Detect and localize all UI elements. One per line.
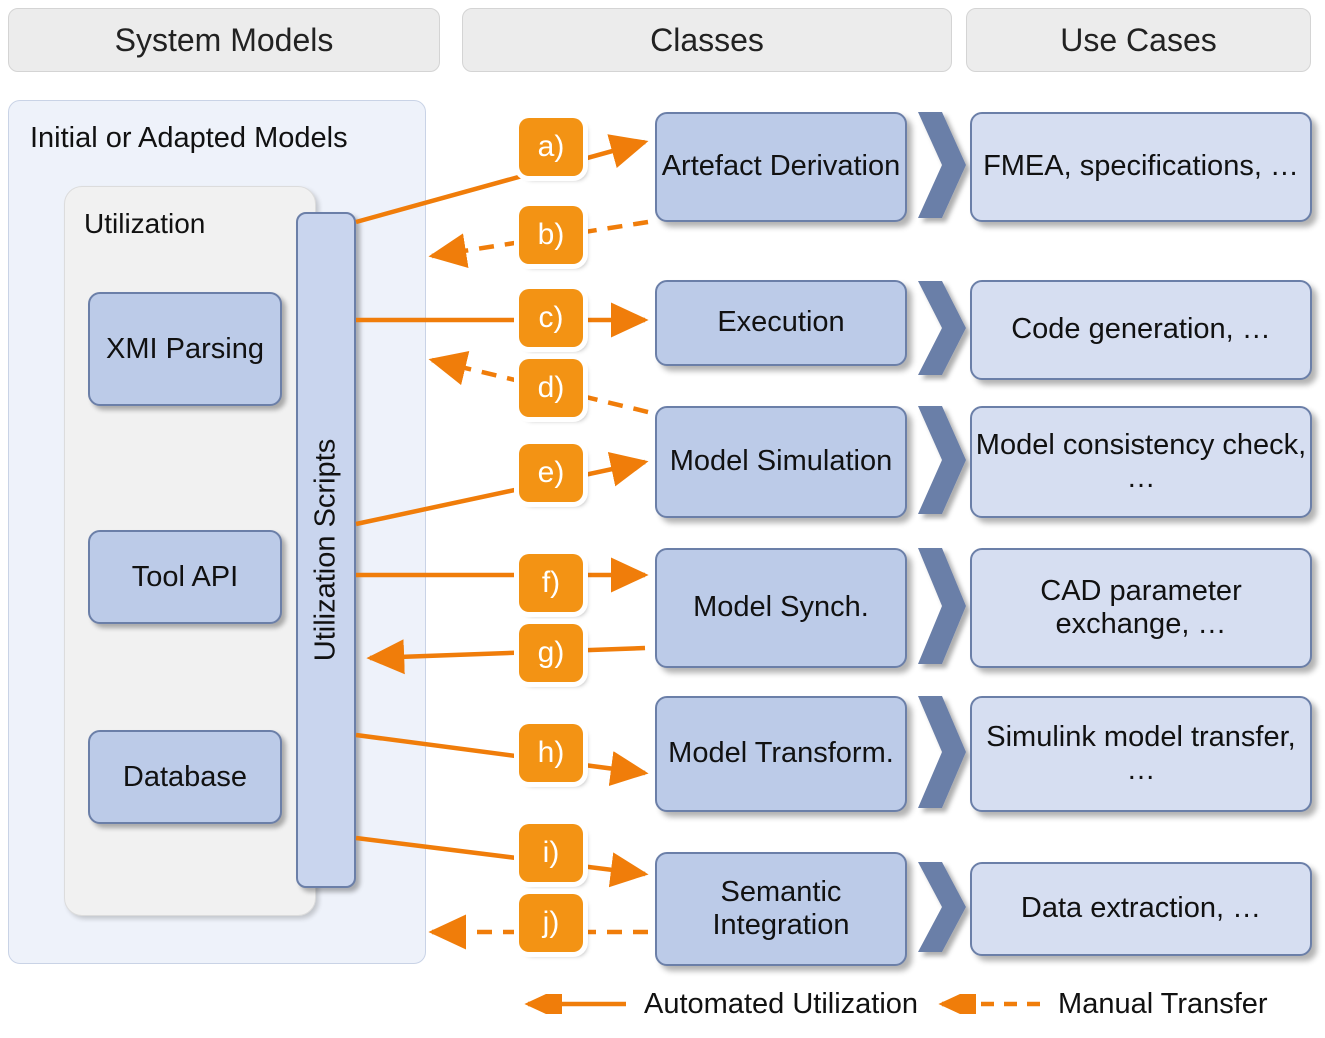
column-header-use-cases: Use Cases [966,8,1311,72]
system-model-block-xmi-parsing[interactable]: XMI Parsing [88,292,282,406]
utilization-scripts-bar[interactable]: Utilization Scripts [296,212,356,888]
utilization-scripts-label: Utilization Scripts [309,438,342,662]
use-case-fmea[interactable]: FMEA, specifications, … [970,112,1312,222]
use-case-model-consistency[interactable]: Model consistency check, … [970,406,1312,518]
chevron-icon-4 [918,548,966,664]
marker-c[interactable]: c) [519,289,583,347]
marker-g[interactable]: g) [519,624,583,682]
legend-solid-arrow-icon [524,994,626,1014]
chevron-icon-6 [918,862,966,952]
marker-d[interactable]: d) [519,359,583,417]
chevron-icon-2 [918,281,966,375]
marker-b[interactable]: b) [519,206,583,264]
marker-h[interactable]: h) [519,724,583,782]
legend-dashed-arrow-icon [938,994,1041,1014]
chevron-icon-1 [918,112,966,218]
use-case-code-generation[interactable]: Code generation, … [970,280,1312,380]
legend: Automated Utilization Manual Transfer [520,982,1310,1026]
class-box-model-simulation[interactable]: Model Simulation [655,406,907,518]
legend-label-manual: Manual Transfer [1058,987,1268,1020]
marker-j[interactable]: j) [519,894,583,952]
system-model-block-database[interactable]: Database [88,730,282,824]
marker-a[interactable]: a) [519,118,583,176]
use-case-cad-parameter[interactable]: CAD parameter exchange, … [970,548,1312,668]
marker-e[interactable]: e) [519,444,583,502]
class-box-artefact-derivation[interactable]: Artefact Derivation [655,112,907,222]
marker-i[interactable]: i) [519,824,583,882]
chevron-icon-3 [918,406,966,514]
legend-item-manual: Manual Transfer [934,988,1268,1021]
system-model-block-tool-api[interactable]: Tool API [88,530,282,624]
use-case-simulink-transfer[interactable]: Simulink model transfer, … [970,696,1312,812]
column-header-system-models: System Models [8,8,440,72]
class-box-execution[interactable]: Execution [655,280,907,366]
chevron-icon-5 [918,696,966,808]
initial-or-adapted-models-label: Initial or Adapted Models [30,122,348,154]
legend-label-automated: Automated Utilization [644,987,919,1020]
column-header-classes: Classes [462,8,952,72]
class-box-model-transform[interactable]: Model Transform. [655,696,907,812]
utilization-label: Utilization [84,208,206,239]
marker-f[interactable]: f) [519,554,583,612]
class-box-semantic-integration[interactable]: Semantic Integration [655,852,907,966]
legend-item-automated: Automated Utilization [520,988,918,1021]
use-case-data-extraction[interactable]: Data extraction, … [970,862,1312,956]
class-box-model-synch[interactable]: Model Synch. [655,548,907,668]
